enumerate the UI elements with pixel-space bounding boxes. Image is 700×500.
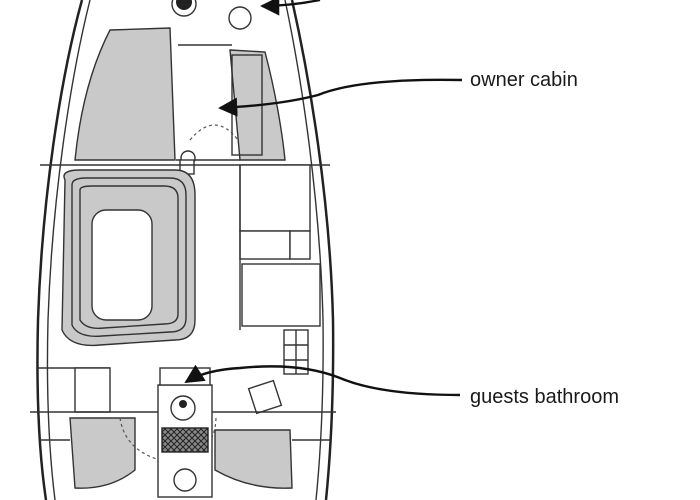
owner-cabin-area	[74, 0, 286, 175]
hatch-circle-top	[228, 6, 252, 30]
owner-cabin-label: owner cabin	[470, 69, 578, 91]
top-arrow	[260, 0, 321, 16]
saloon-area	[40, 164, 330, 347]
owner-cabin-arrow	[218, 78, 463, 117]
lower-area	[30, 367, 336, 489]
guests-bathroom-arrow	[184, 364, 461, 397]
saloon-table	[91, 209, 153, 321]
owner-berth-left	[74, 27, 176, 161]
hull	[36, 0, 335, 500]
bathroom-sink-hatched	[161, 427, 209, 453]
top-fixture	[176, 0, 192, 10]
galley-area	[239, 164, 321, 415]
galley-counter	[241, 263, 321, 327]
guests-bathroom-area	[157, 367, 213, 498]
guests-bathroom-label: guests bathroom	[470, 386, 619, 408]
